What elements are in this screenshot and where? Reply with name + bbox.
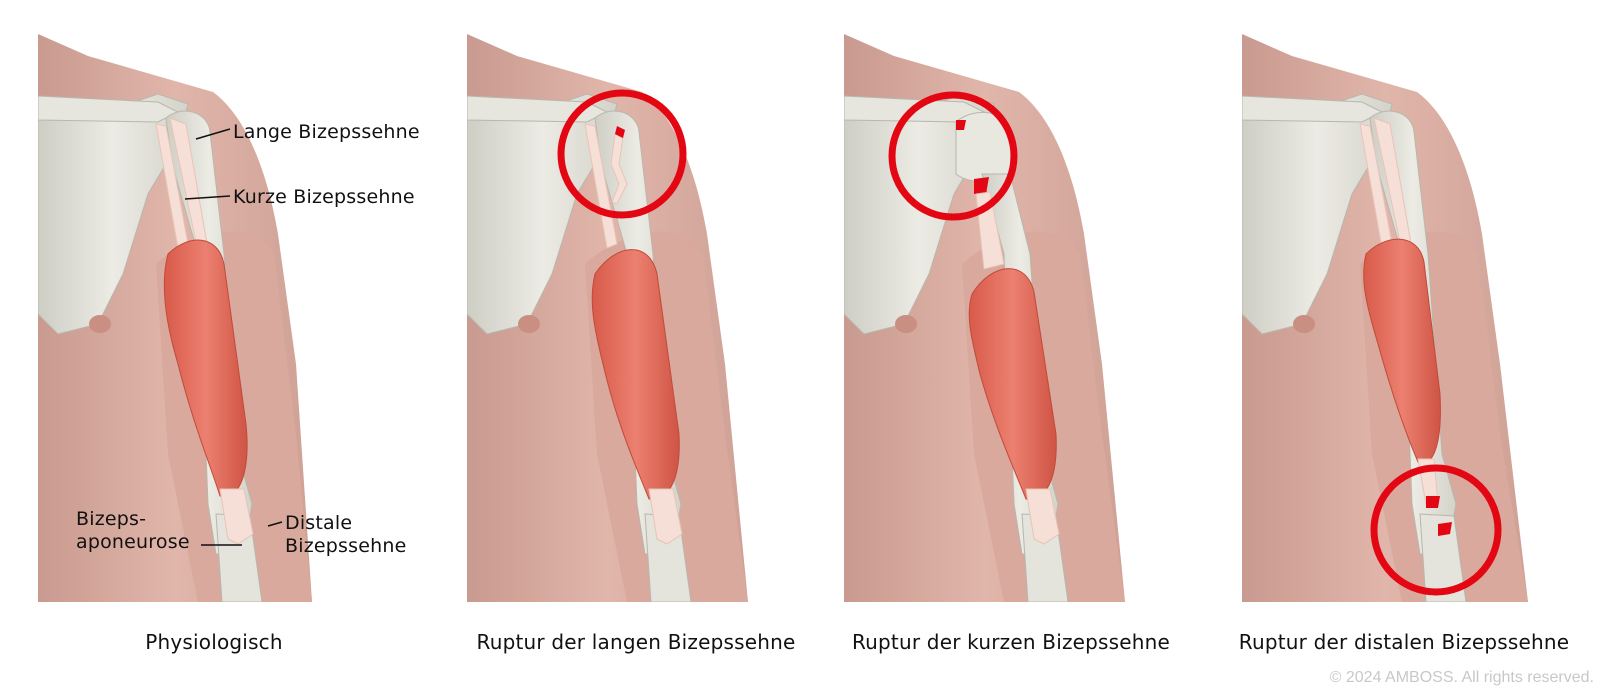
- anatomy-panel-distal-tendon-rupture: [1242, 34, 1528, 602]
- label-distal-tendon-line1: Distale: [285, 512, 353, 534]
- caption-long-tendon-rupture: Ruptur der langen Bizepssehne: [476, 630, 796, 654]
- rupture-highlight-circle: [557, 89, 687, 219]
- rupture-mark-lower: [1438, 522, 1452, 536]
- nipple: [1293, 315, 1315, 333]
- rupture-mark-upper: [956, 120, 966, 130]
- caption-distal-tendon-rupture: Ruptur der distalen Bizepssehne: [1238, 630, 1570, 654]
- rupture-highlight-circle: [888, 91, 1018, 221]
- ruptured-long-tendon: [610, 133, 628, 205]
- biceps-muscle: [591, 249, 680, 500]
- caption-short-tendon-rupture: Ruptur der kurzen Bizepssehne: [851, 630, 1171, 654]
- nipple: [895, 315, 917, 333]
- rupture-highlight-circle: [1370, 464, 1502, 596]
- distal-tendon: [1025, 488, 1060, 545]
- distal-tendon: [219, 488, 254, 545]
- scapula-bone: [38, 93, 189, 335]
- nipple: [518, 315, 540, 333]
- anatomy-panel-short-tendon-rupture: [844, 34, 1125, 602]
- label-biceps-aponeurosis-line2: aponeurose: [76, 531, 190, 553]
- copyright-notice: © 2024 AMBOSS. All rights reserved.: [1329, 669, 1594, 686]
- label-distal-tendon-line2: Bizepssehne: [285, 535, 407, 557]
- forearm-bone: [1419, 513, 1467, 602]
- anatomy-panel-long-tendon-rupture: [467, 34, 748, 602]
- label-biceps-aponeurosis-line1: Bizeps-: [76, 508, 147, 530]
- rupture-mark-lower: [974, 177, 989, 194]
- nipple: [89, 315, 111, 333]
- label-short-biceps-tendon: Kurze Bizepssehne: [233, 186, 415, 208]
- distal-tendon: [648, 488, 683, 545]
- anatomy-panel-physiological: [38, 34, 312, 602]
- biceps-muscle: [1363, 238, 1441, 463]
- biceps-muscle: [163, 239, 248, 497]
- caption-physiological: Physiologisch: [145, 630, 283, 654]
- rupture-mark: [615, 126, 625, 138]
- label-long-biceps-tendon: Lange Bizepssehne: [233, 121, 420, 143]
- biceps-muscle: [968, 268, 1057, 500]
- rupture-mark-upper: [1426, 496, 1440, 508]
- scapula-bone: [1242, 93, 1393, 335]
